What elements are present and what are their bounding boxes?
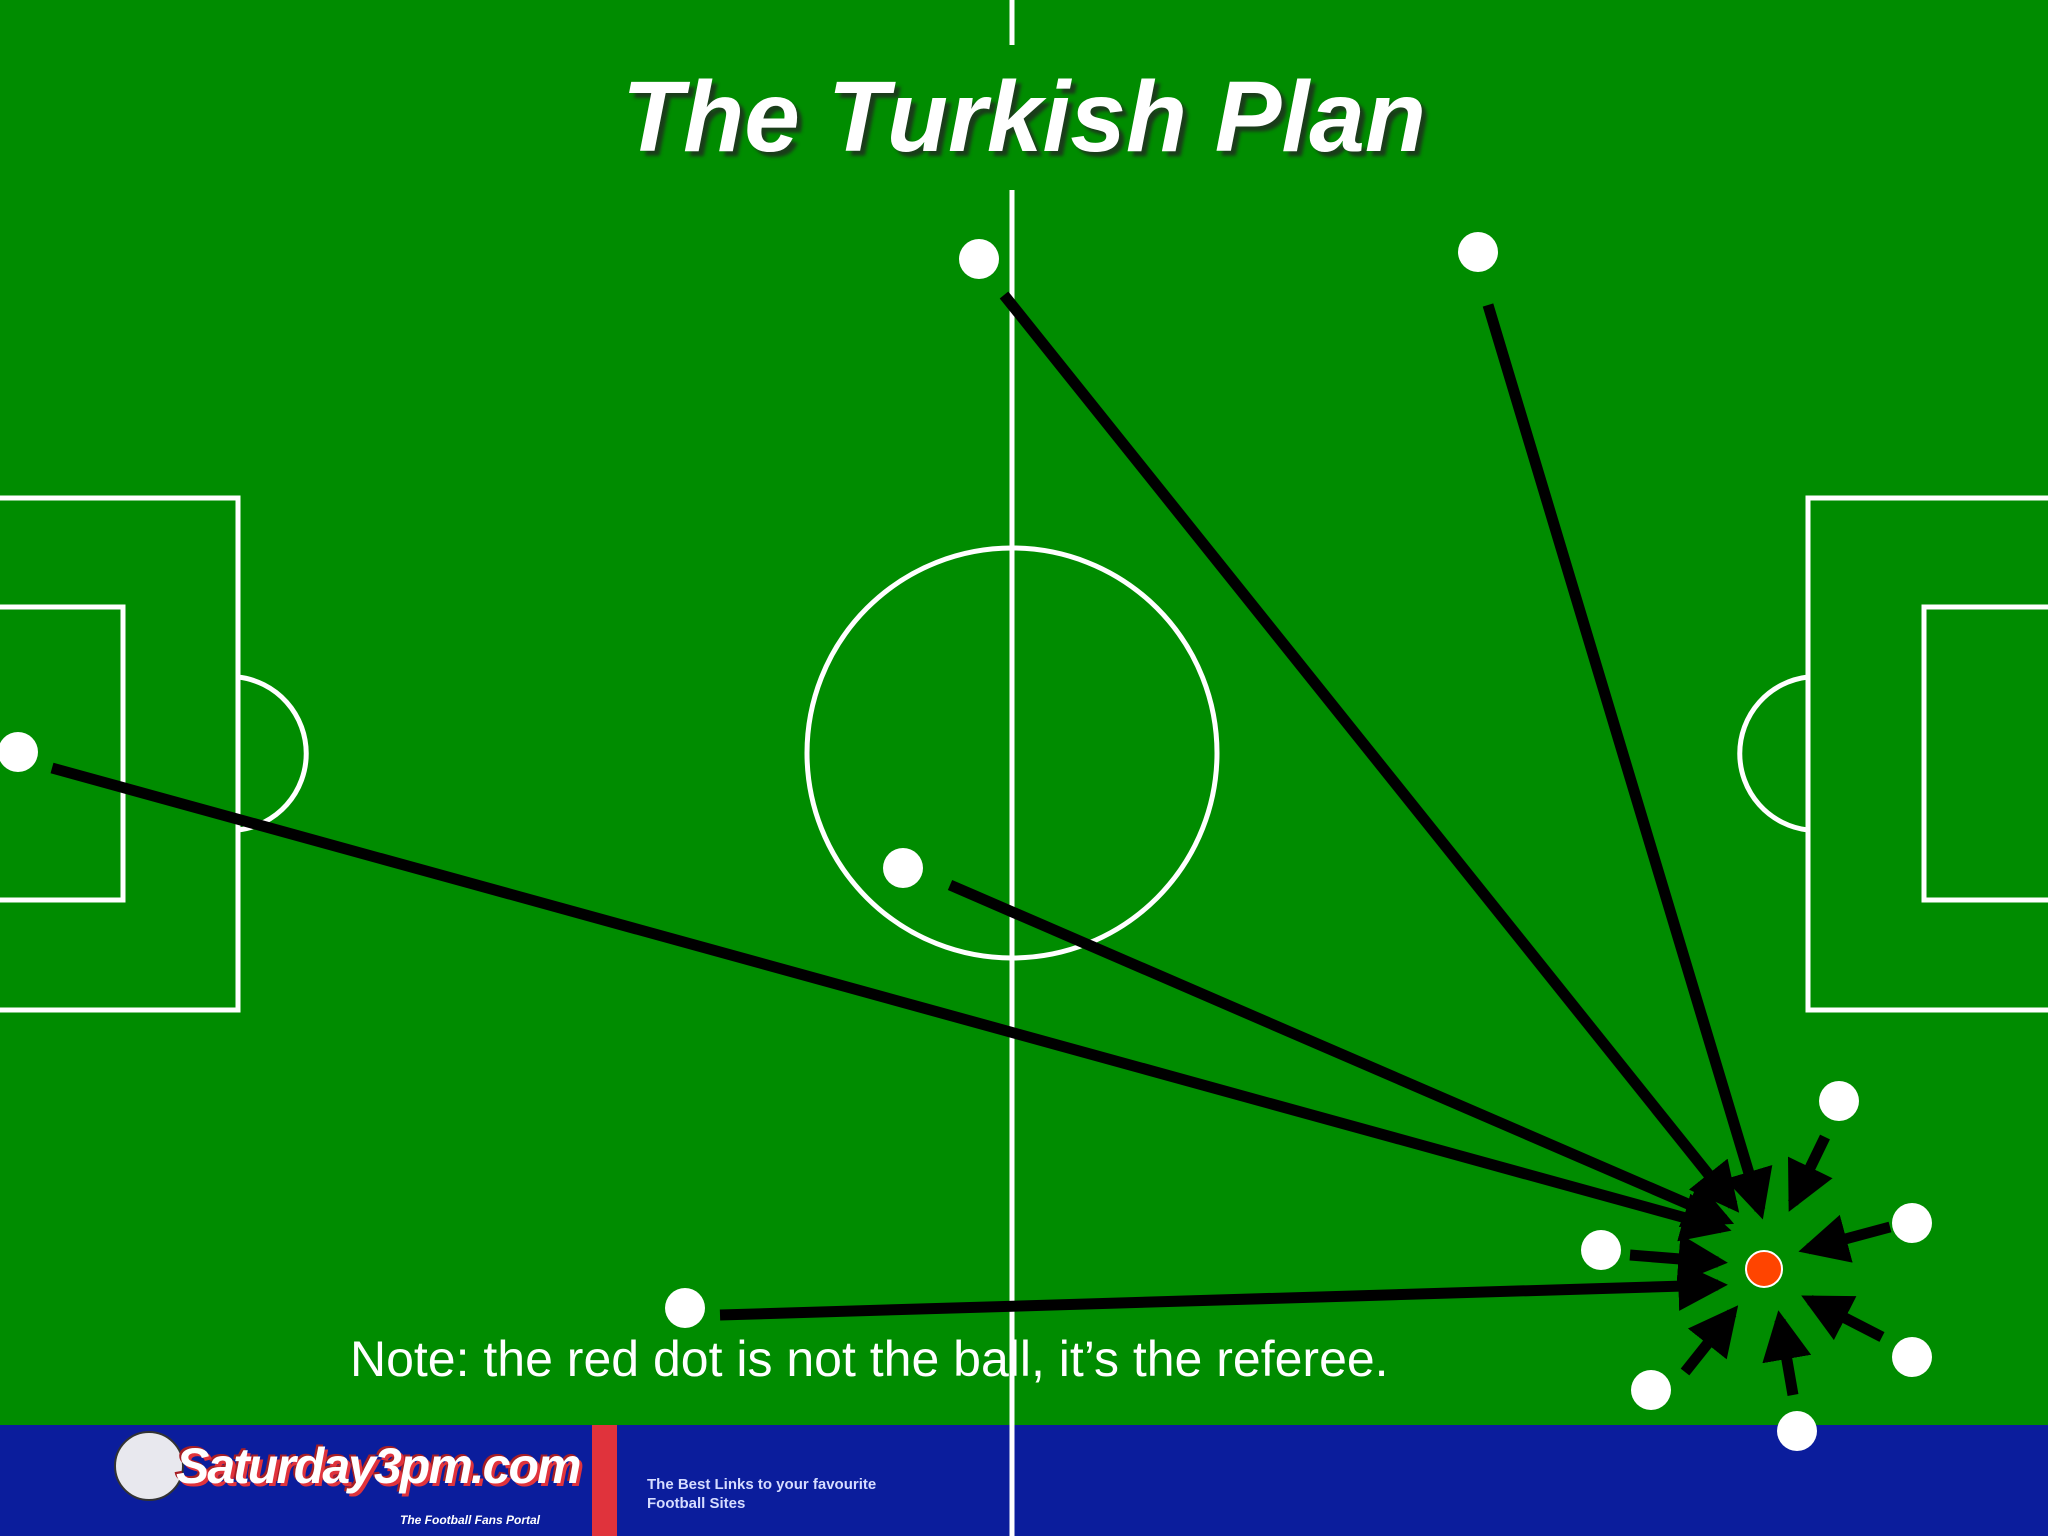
- right-penalty-area: [1805, 495, 2048, 1013]
- banner-divider: [592, 1425, 617, 1536]
- arrow-9: [1801, 1295, 1885, 1342]
- football-icon: [114, 1431, 184, 1501]
- player-dot: [665, 1288, 705, 1328]
- arrow-8: [1798, 1214, 1892, 1263]
- arrow-5: [719, 1261, 1728, 1321]
- sponsor-banner[interactable]: Saturday3pm.com The Football Fans Portal…: [70, 1425, 930, 1536]
- player-dot: [1892, 1203, 1932, 1243]
- arrows: [50, 291, 1892, 1396]
- player-dot: [1631, 1370, 1671, 1410]
- left-penalty-arc: [237, 674, 309, 833]
- arrow-1: [999, 291, 1740, 1213]
- player-dot: [1581, 1230, 1621, 1270]
- referee-dot: [1745, 1250, 1783, 1288]
- arrow-2: [1482, 303, 1773, 1220]
- arrow-11: [1680, 1305, 1739, 1376]
- site-subtitle: The Football Fans Portal: [400, 1513, 541, 1527]
- left-goal-area: [0, 604, 126, 903]
- banner-logo-panel: Saturday3pm.com The Football Fans Portal: [70, 1425, 592, 1536]
- player-dot: [959, 239, 999, 279]
- arrow-6: [1629, 1234, 1728, 1284]
- site-name: Saturday3pm.com: [176, 1438, 581, 1494]
- left-penalty-area: [0, 495, 241, 1013]
- player-dot: [1458, 232, 1498, 272]
- arrow-3: [50, 762, 1732, 1242]
- player-dot: [1777, 1411, 1817, 1451]
- player-dot: [1819, 1081, 1859, 1121]
- player-dot: [883, 848, 923, 888]
- player-dot: [0, 732, 38, 772]
- player-dot: [1892, 1337, 1932, 1377]
- arrow-7: [1788, 1134, 1833, 1212]
- banner-tagline: The Best Links to your favourite Footbal…: [647, 1476, 877, 1512]
- arrow-10: [1762, 1310, 1812, 1396]
- players: [0, 232, 1932, 1451]
- centre-circle: [804, 545, 1220, 961]
- arrow-4: [947, 879, 1735, 1228]
- note-text: Note: the red dot is not the ball, it’s …: [350, 1331, 1389, 1387]
- right-penalty-arc: [1737, 674, 1809, 833]
- slide-title: The Turkish Plan: [622, 61, 1426, 173]
- right-goal-area: [1921, 604, 2048, 903]
- banner-tagline-panel: The Best Links to your favourite Footbal…: [617, 1425, 930, 1536]
